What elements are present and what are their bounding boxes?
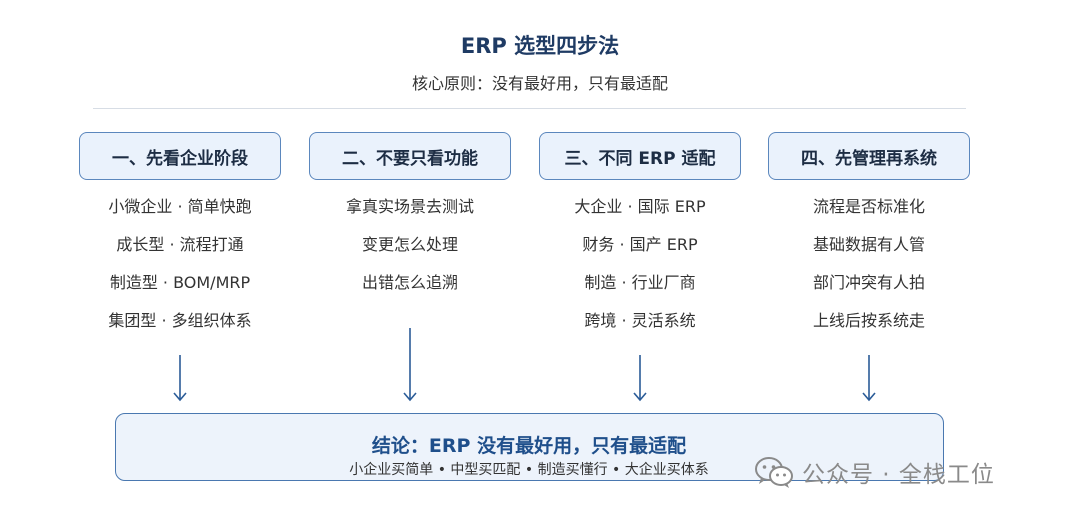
watermark-text: 公众号 · 全栈工位	[802, 462, 995, 488]
step-1-item: 成长型 · 流程打通	[116, 235, 244, 254]
conclusion-title: 结论：ERP 没有最好用，只有最适配	[371, 435, 687, 457]
wechat-icon	[755, 457, 793, 488]
step-3-item: 制造 · 行业厂商	[584, 273, 696, 292]
step-4-arrow	[861, 355, 877, 402]
step-3-item: 财务 · 国产 ERP	[582, 235, 698, 254]
step-1-item: 小微企业 · 简单快跑	[108, 197, 252, 216]
step-1-heading: 一、先看企业阶段	[79, 132, 281, 180]
step-1-box: 一、先看企业阶段	[79, 132, 281, 180]
step-1-item: 制造型 · BOM/MRP	[109, 273, 251, 292]
diagram-subtitle: 核心原则：没有最好用，只有最适配	[411, 74, 668, 93]
step-2-items: 拿真实场景去测试 变更怎么处理 出错怎么追溯	[309, 192, 511, 306]
step-2-item: 出错怎么追溯	[361, 273, 458, 292]
step-4-items: 流程是否标准化 基础数据有人管 部门冲突有人拍 上线后按系统走	[768, 192, 970, 344]
step-4-item: 基础数据有人管	[812, 235, 925, 254]
step-2-item: 拿真实场景去测试	[345, 197, 474, 216]
conclusion-box: 结论：ERP 没有最好用，只有最适配 小企业买简单 • 中型买匹配 • 制造买懂…	[115, 413, 944, 481]
step-1-items: 小微企业 · 简单快跑 成长型 · 流程打通 制造型 · BOM/MRP 集团型…	[79, 192, 281, 344]
step-2-heading: 二、不要只看功能	[309, 132, 511, 180]
header-divider	[93, 108, 966, 109]
step-4-item: 上线后按系统走	[812, 311, 925, 330]
step-2-item: 变更怎么处理	[361, 235, 458, 254]
conclusion-subtitle: 小企业买简单 • 中型买匹配 • 制造买懂行 • 大企业买体系	[349, 462, 709, 478]
step-3-box: 三、不同 ERP 适配	[539, 132, 741, 180]
step-2-box: 二、不要只看功能	[309, 132, 511, 180]
watermark: 公众号 · 全栈工位	[754, 452, 995, 492]
step-3-item: 跨境 · 灵活系统	[584, 311, 696, 330]
step-1-arrow	[172, 355, 188, 402]
step-3-item: 大企业 · 国际 ERP	[574, 197, 706, 216]
step-4-item: 部门冲突有人拍	[812, 273, 925, 292]
step-4-item: 流程是否标准化	[812, 197, 925, 216]
step-3-arrow	[632, 355, 648, 402]
diagram-title: ERP 选型四步法	[460, 34, 620, 58]
step-4-box: 四、先管理再系统	[768, 132, 970, 180]
step-4-heading: 四、先管理再系统	[768, 132, 970, 180]
step-2-arrow	[402, 328, 418, 402]
step-1-item: 集团型 · 多组织体系	[108, 311, 252, 330]
step-3-heading: 三、不同 ERP 适配	[539, 132, 741, 180]
step-3-items: 大企业 · 国际 ERP 财务 · 国产 ERP 制造 · 行业厂商 跨境 · …	[539, 192, 741, 344]
